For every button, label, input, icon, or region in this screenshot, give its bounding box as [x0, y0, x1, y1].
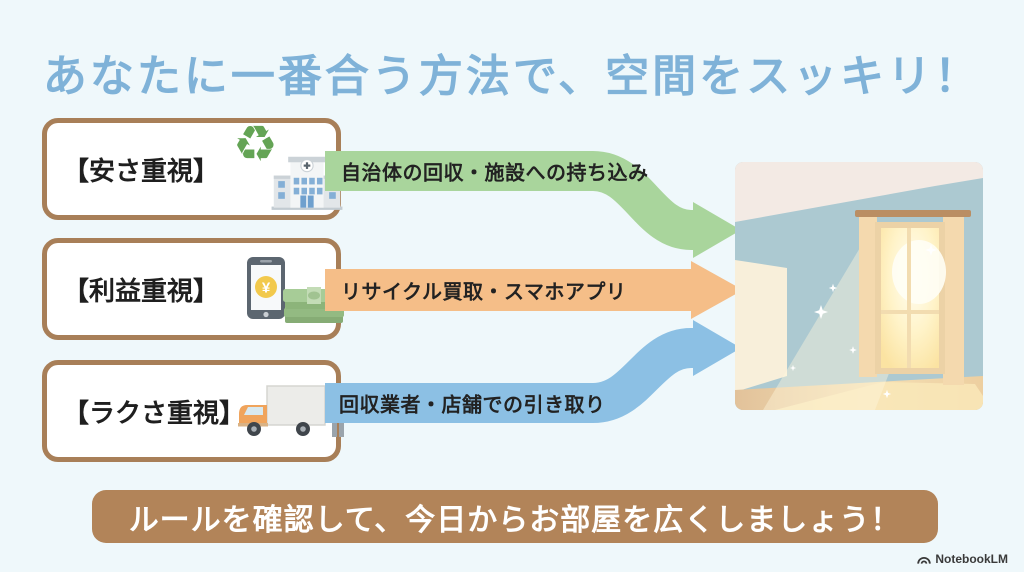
method-label-easiness: 回収業者・店舗での引き取り: [339, 394, 606, 417]
option-icons-profit: ¥: [219, 243, 345, 335]
option-icons-easiness: [238, 365, 346, 457]
notebooklm-watermark: NotebookLM: [917, 552, 1008, 566]
flow-arrows: [325, 151, 743, 423]
page-title: あなたに一番合う方法で、空間をスッキリ！: [42, 52, 982, 101]
option-label-profit: 【利益重視】: [63, 275, 220, 306]
option-box-cheapness: 【安さ重視】 ♻: [42, 118, 343, 220]
option-box-profit: 【利益重視】 ¥: [42, 238, 345, 340]
truck-icon: [238, 385, 326, 436]
recycle-icon: ♻: [233, 116, 278, 172]
arrow-green-shaft: [325, 151, 697, 250]
svg-text:¥: ¥: [262, 280, 271, 297]
footer-banner: ルールを確認して、今日からお部屋を広くしましょう！: [92, 490, 938, 543]
arrow-green-head: [693, 202, 741, 258]
footer-message: ルールを確認して、今日からお部屋を広くしましょう！: [128, 503, 902, 537]
method-label-cheapness: 自治体の回収・施設への持ち込み: [341, 162, 649, 185]
option-box-easiness: 【ラクさ重視】: [42, 360, 346, 462]
option-label-cheapness: 【安さ重視】: [63, 155, 220, 186]
smartphone-icon: ¥: [247, 257, 286, 319]
option-icons-cheapness: ♻: [219, 119, 343, 215]
arrow-blue-head: [693, 320, 741, 376]
notebooklm-label: NotebookLM: [935, 552, 1008, 566]
notebooklm-icon: [917, 556, 932, 564]
option-label-easiness: 【ラクさ重視】: [63, 397, 246, 428]
method-label-profit: リサイクル買取・スマホアプリ: [341, 281, 627, 304]
arrow-orange-head: [691, 261, 743, 319]
arrow-blue-shaft: [325, 328, 697, 423]
room-illustration: [735, 162, 983, 410]
